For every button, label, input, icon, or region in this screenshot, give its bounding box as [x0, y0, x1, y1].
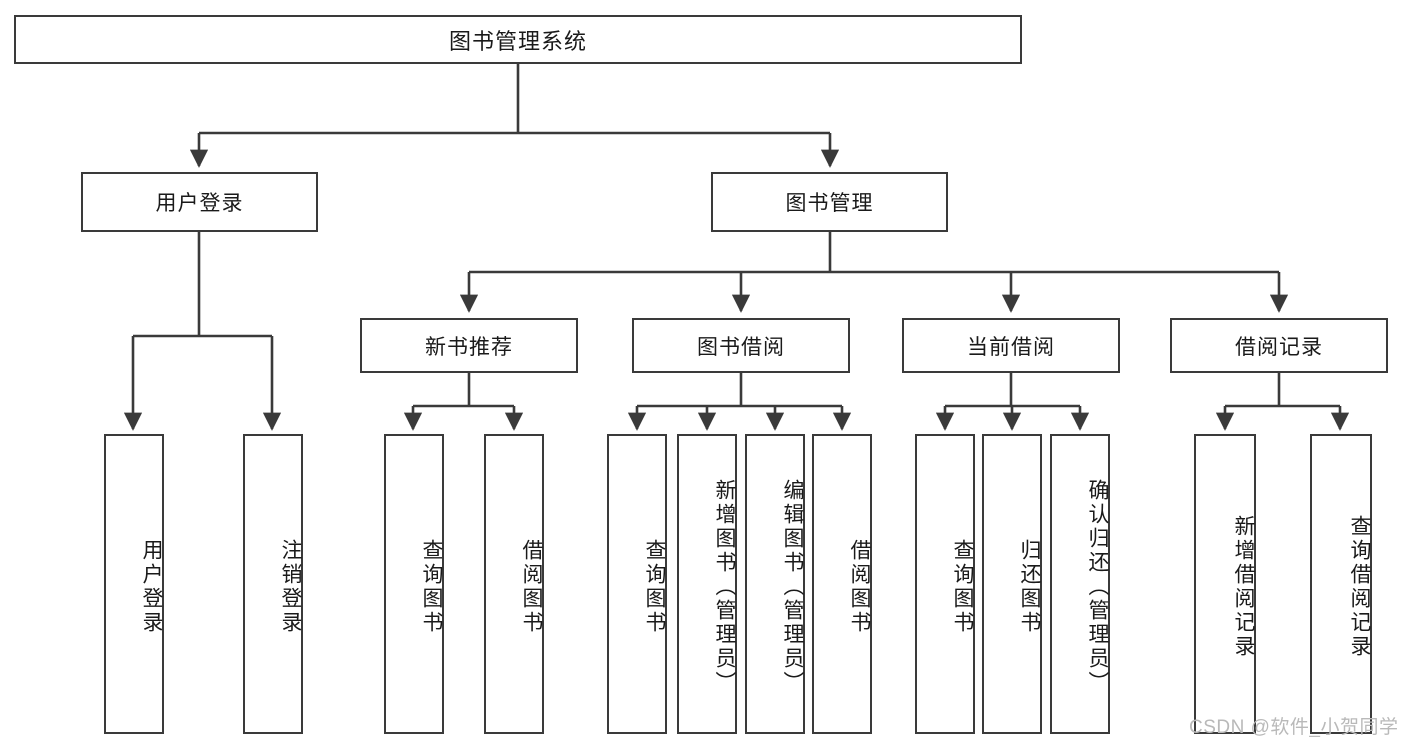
leaf-rec-search[interactable]: 查询借阅记录	[1310, 434, 1372, 734]
node-book-manage-label: 图书管理	[785, 192, 874, 215]
leaf-cur-return[interactable]: 归还图书	[982, 434, 1042, 734]
leaf-user-login-label: 用户登录	[140, 539, 163, 635]
leaf-borrow-query-label: 查询图书	[643, 539, 666, 635]
leaf-rec-add[interactable]: 新增借阅记录	[1194, 434, 1256, 734]
leaf-user-login[interactable]: 用户登录	[104, 434, 164, 734]
leaf-cur-return-label: 归还图书	[1018, 539, 1041, 635]
leaf-cur-confirm-label: 确认归还（管理员）	[1086, 479, 1109, 695]
leaf-rec-query-label: 查询图书	[420, 539, 443, 635]
leaf-borrow-lend-label: 借阅图书	[848, 539, 871, 635]
leaf-borrow-edit-label: 编辑图书（管理员）	[781, 479, 804, 695]
leaf-cur-query[interactable]: 查询图书	[915, 434, 975, 734]
leaf-cur-query-label: 查询图书	[951, 539, 974, 635]
leaf-rec-borrow-label: 借阅图书	[520, 539, 543, 635]
leaf-rec-query[interactable]: 查询图书	[384, 434, 444, 734]
leaf-user-logout[interactable]: 注销登录	[243, 434, 303, 734]
leaf-borrow-query[interactable]: 查询图书	[607, 434, 667, 734]
node-user-login-label: 用户登录	[155, 192, 244, 215]
node-book-borrow[interactable]: 图书借阅	[632, 318, 850, 373]
node-user-login[interactable]: 用户登录	[81, 172, 318, 232]
leaf-cur-confirm[interactable]: 确认归还（管理员）	[1050, 434, 1110, 734]
node-book-manage[interactable]: 图书管理	[711, 172, 948, 232]
leaf-borrow-edit[interactable]: 编辑图书（管理员）	[745, 434, 805, 734]
leaf-borrow-add-label: 新增图书（管理员）	[713, 479, 736, 695]
leaf-borrow-add[interactable]: 新增图书（管理员）	[677, 434, 737, 734]
node-borrow-record-label: 借阅记录	[1235, 335, 1323, 359]
leaf-rec-search-label: 查询借阅记录	[1348, 515, 1371, 659]
leaf-borrow-lend[interactable]: 借阅图书	[812, 434, 872, 734]
node-book-borrow-label: 图书借阅	[697, 335, 785, 359]
node-current-borrow-label: 当前借阅	[967, 335, 1055, 359]
leaf-user-logout-label: 注销登录	[279, 539, 302, 635]
leaf-rec-add-label: 新增借阅记录	[1232, 515, 1255, 659]
watermark: CSDN @软件_小贺同学	[1189, 717, 1399, 738]
node-current-borrow[interactable]: 当前借阅	[902, 318, 1120, 373]
node-root-label: 图书管理系统	[448, 28, 587, 54]
node-new-book-rec-label: 新书推荐	[425, 335, 513, 359]
node-borrow-record[interactable]: 借阅记录	[1170, 318, 1388, 373]
leaf-rec-borrow[interactable]: 借阅图书	[484, 434, 544, 734]
node-root[interactable]: 图书管理系统	[14, 15, 1022, 64]
node-new-book-rec[interactable]: 新书推荐	[360, 318, 578, 373]
